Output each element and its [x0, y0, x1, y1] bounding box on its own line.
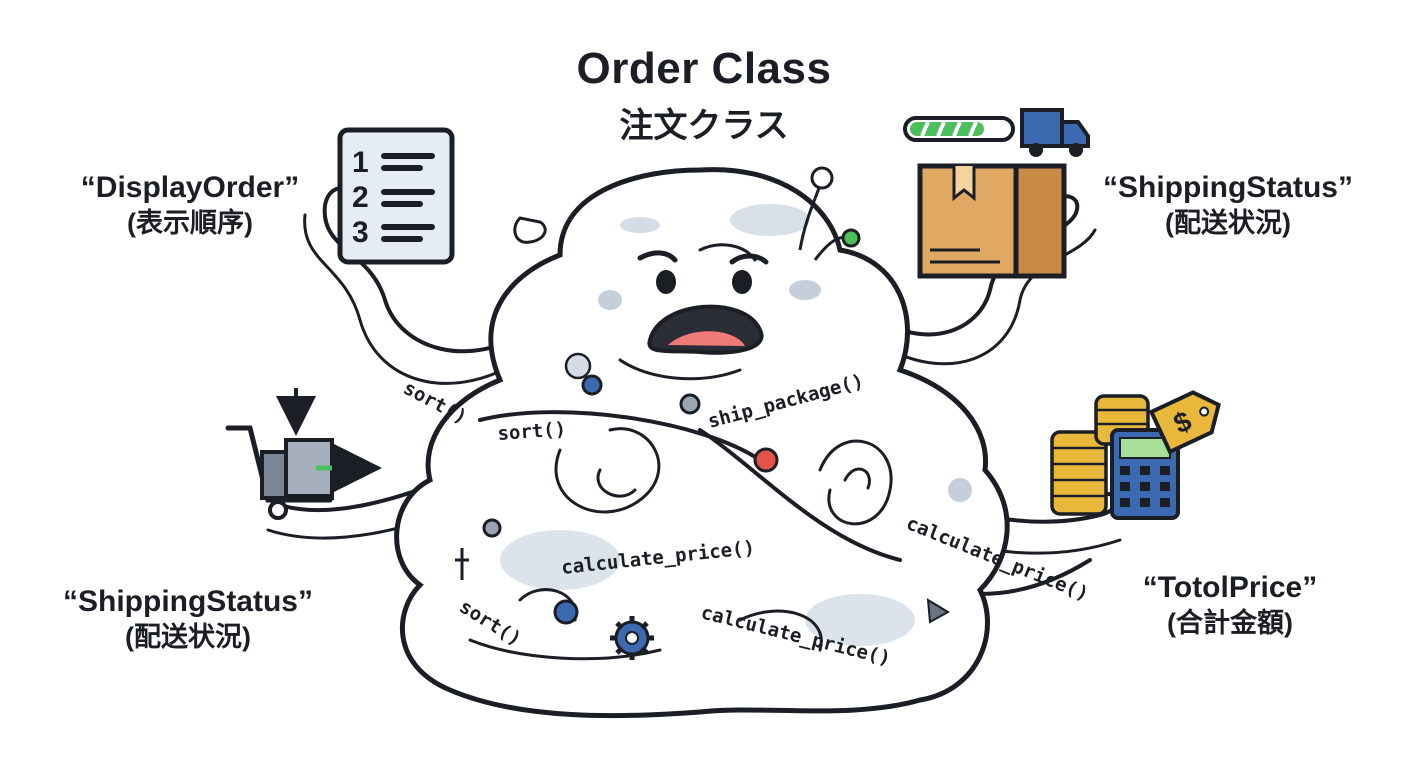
- numbered-list-icon: 1 2 3: [337, 127, 455, 265]
- label-display-order-en: “DisplayOrder”: [80, 171, 300, 204]
- label-shipping-status-top: “ShippingStatus” (配送状況): [1068, 170, 1388, 240]
- delivery-truck-icon: [1020, 108, 1090, 157]
- label-shipping-status-bottom-en: “ShippingStatus”: [63, 585, 313, 618]
- method-sort-left: sort(): [400, 377, 471, 429]
- shipping-progress-bar: [903, 116, 1015, 142]
- node-blue-1: [581, 374, 603, 396]
- monster-face: [637, 250, 769, 355]
- label-total-price: “TotolPrice” (合計金額): [1080, 570, 1380, 640]
- cardboard-box-icon: [917, 163, 1067, 279]
- monster-blob: [394, 166, 1010, 719]
- node-blue-2: [553, 599, 579, 625]
- method-sort-center: sort(): [497, 418, 567, 445]
- label-shipping-status-bottom: “ShippingStatus” (配送状況): [28, 584, 348, 654]
- shopping-cart-icon: [225, 388, 382, 520]
- diagram-title: Order Class: [576, 44, 832, 93]
- list-number-2: 2: [352, 181, 369, 214]
- label-display-order-ja: (表示順序): [127, 207, 253, 238]
- tentacle-upper-left: [322, 186, 532, 354]
- label-total-price-en: “TotolPrice”: [1142, 571, 1318, 604]
- label-display-order: “DisplayOrder” (表示順序): [40, 170, 340, 240]
- label-shipping-status-top-en: “ShippingStatus”: [1103, 171, 1353, 204]
- label-shipping-status-top-ja: (配送状況): [1165, 207, 1291, 238]
- list-number-3: 3: [352, 216, 369, 249]
- gear-icon: [610, 616, 654, 660]
- diagram-title-japanese: 注文クラス: [619, 107, 789, 145]
- label-shipping-status-bottom-ja: (配送状況): [125, 621, 251, 652]
- coin-stack-icon: [1050, 394, 1150, 516]
- label-total-price-ja: (合計金額): [1167, 607, 1293, 638]
- list-number-1: 1: [352, 146, 369, 179]
- node-red: [753, 447, 779, 473]
- price-tag-icon: $: [1148, 390, 1221, 455]
